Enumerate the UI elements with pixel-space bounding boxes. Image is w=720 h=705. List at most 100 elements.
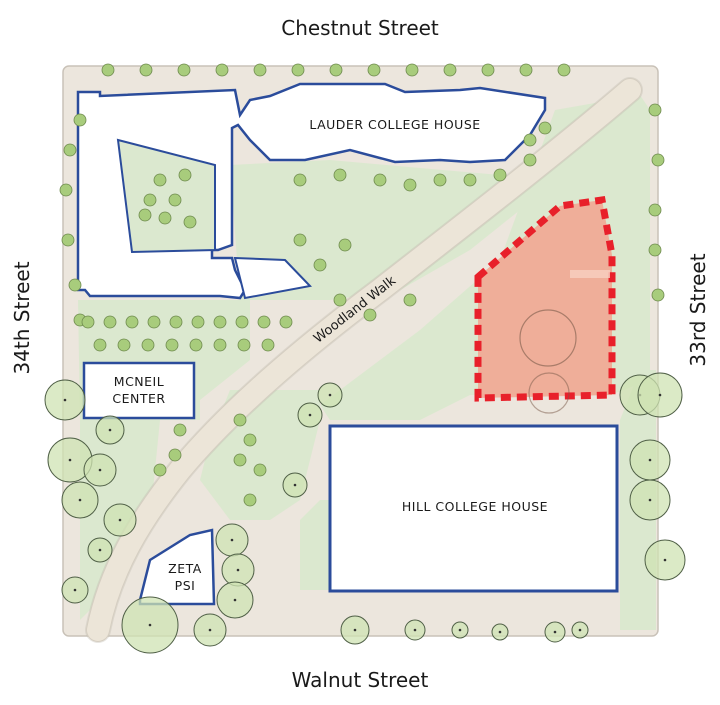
tree	[117, 338, 131, 352]
tree	[139, 63, 153, 77]
tree	[648, 203, 662, 217]
tree	[338, 238, 352, 252]
tree-trunk-dot	[658, 393, 662, 397]
tree	[153, 173, 167, 187]
tree	[125, 315, 139, 329]
tree-trunk-dot	[293, 483, 297, 487]
tree-trunk-dot	[236, 568, 240, 572]
tree	[523, 153, 537, 167]
tree	[153, 463, 167, 477]
highlighted-site	[474, 196, 616, 402]
tree	[243, 433, 257, 447]
tree	[651, 288, 665, 302]
tree	[178, 168, 192, 182]
tree	[279, 315, 293, 329]
building-label-mcneil: MCNEIL CENTER	[86, 373, 192, 407]
tree	[481, 63, 495, 77]
tree	[463, 173, 477, 187]
tree-trunk-dot	[663, 558, 667, 562]
tree	[147, 315, 161, 329]
tree	[253, 63, 267, 77]
street-label-walnut: Walnut Street	[291, 668, 429, 692]
tree	[165, 338, 179, 352]
tree	[403, 293, 417, 307]
tree	[73, 113, 87, 127]
tree-trunk-dot	[553, 630, 557, 634]
tree	[403, 178, 417, 192]
tree	[363, 308, 377, 322]
tree-trunk-dot	[413, 628, 417, 632]
tree-trunk-dot	[498, 630, 502, 634]
tree	[63, 143, 77, 157]
tree-trunk-dot	[208, 628, 212, 632]
tree	[61, 233, 75, 247]
tree	[189, 338, 203, 352]
tree	[59, 183, 73, 197]
tree-trunk-dot	[648, 498, 652, 502]
tree	[261, 338, 275, 352]
street-label-34th: 34th Street	[10, 261, 34, 375]
tree	[291, 63, 305, 77]
tree	[233, 413, 247, 427]
tree	[191, 315, 205, 329]
tree-trunk-dot	[578, 628, 582, 632]
trees	[44, 63, 686, 654]
tree	[648, 103, 662, 117]
tree	[493, 168, 507, 182]
tree	[243, 493, 257, 507]
tree-trunk-dot	[63, 398, 67, 402]
tree-trunk-dot	[73, 588, 77, 592]
tree	[329, 63, 343, 77]
tree	[235, 315, 249, 329]
tree-trunk-dot	[353, 628, 357, 632]
tree	[143, 193, 157, 207]
tree-trunk-dot	[308, 413, 312, 417]
tree	[215, 63, 229, 77]
tree	[173, 423, 187, 437]
tree	[183, 215, 197, 229]
tree	[213, 315, 227, 329]
tree	[433, 173, 447, 187]
tree	[168, 193, 182, 207]
tree	[68, 278, 82, 292]
mcneil-line-2: CENTER	[112, 391, 166, 406]
tree	[169, 315, 183, 329]
tree-trunk-dot	[328, 393, 332, 397]
tree	[141, 338, 155, 352]
tree	[523, 133, 537, 147]
street-label-33rd: 33rd Street	[686, 253, 710, 367]
tree	[557, 63, 571, 77]
tree-trunk-dot	[233, 598, 237, 602]
tree	[367, 63, 381, 77]
tree	[213, 338, 227, 352]
tree	[538, 121, 552, 135]
building-mcneil-outline	[82, 361, 196, 420]
tree-trunk-dot	[148, 623, 152, 627]
tree	[443, 63, 457, 77]
building-label-zeta: ZETA PSI	[150, 560, 220, 594]
tree-trunk-dot	[108, 428, 112, 432]
tree-trunk-dot	[458, 628, 462, 632]
zeta-line-2: PSI	[174, 578, 196, 593]
tree	[177, 63, 191, 77]
tree	[651, 153, 665, 167]
tree	[81, 315, 95, 329]
tree-trunk-dot	[68, 458, 72, 462]
tree	[519, 63, 533, 77]
tree	[333, 168, 347, 182]
tree-trunk-dot	[648, 458, 652, 462]
tree	[257, 315, 271, 329]
building-label-hill: HILL COLLEGE HOUSE	[401, 499, 549, 514]
tree	[373, 173, 387, 187]
tree-trunk-dot	[230, 538, 234, 542]
tree	[93, 338, 107, 352]
street-label-chestnut: Chestnut Street	[281, 16, 439, 40]
tree	[293, 233, 307, 247]
tree	[293, 173, 307, 187]
tree	[168, 448, 182, 462]
tree	[333, 293, 347, 307]
tree-trunk-dot	[78, 498, 82, 502]
tree	[233, 453, 247, 467]
tree	[313, 258, 327, 272]
